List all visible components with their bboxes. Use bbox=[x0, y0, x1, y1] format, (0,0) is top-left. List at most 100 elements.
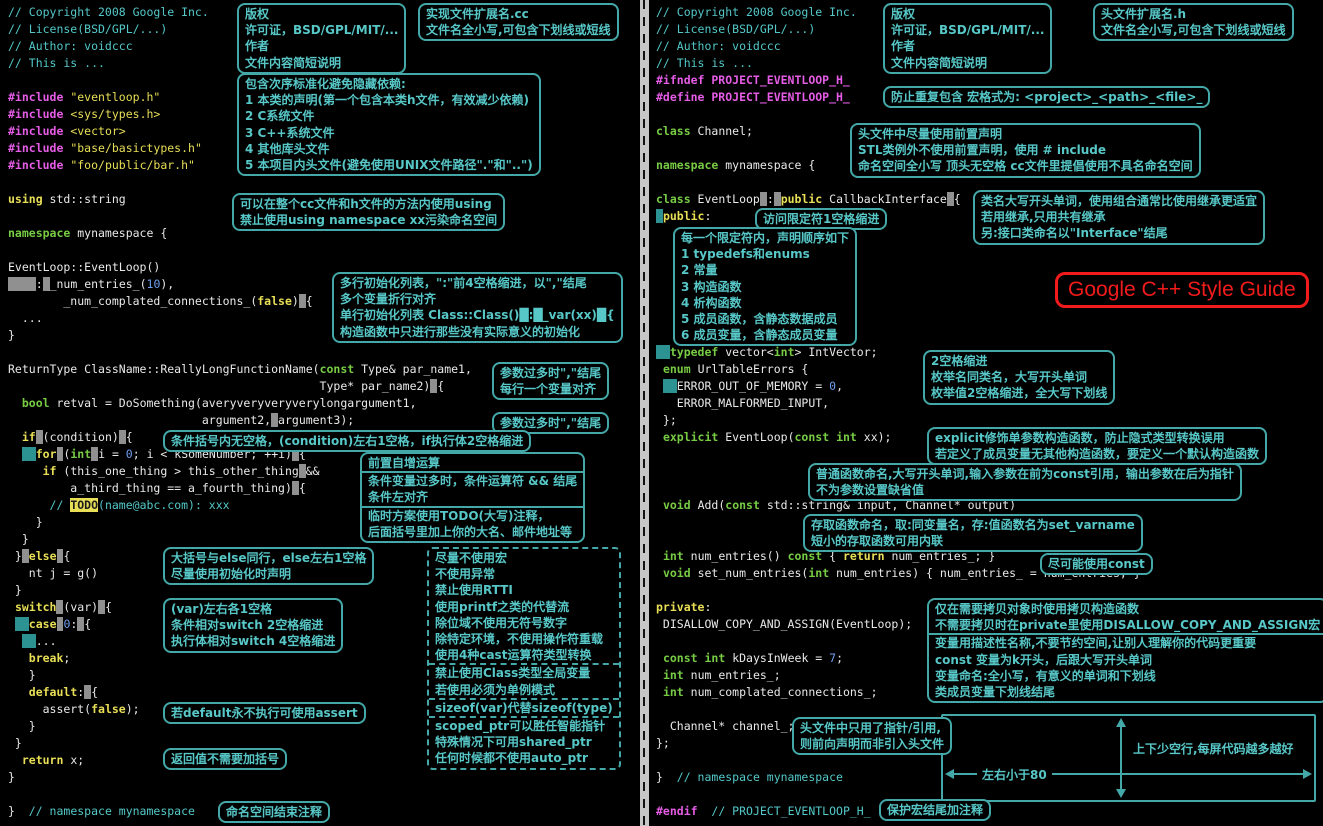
code-token bbox=[8, 634, 22, 648]
code-line: #ifndef PROJECT_EVENTLOOP_H_ bbox=[656, 72, 1141, 89]
annotation-line: 类成员变量下划线结尾 bbox=[935, 685, 1056, 700]
code-token: { bbox=[305, 294, 313, 308]
code-token: (name@abc.com): xxx bbox=[98, 498, 230, 512]
code-line: class EventLoop : public CallbackInterfa… bbox=[656, 191, 1141, 208]
annotation-box: 访问限定符1空格缩进 bbox=[755, 208, 888, 231]
annotation-box: 尽可能使用const bbox=[1040, 553, 1153, 576]
annotation-line: Google C++ Style Guide bbox=[1068, 278, 1296, 301]
code-line bbox=[656, 582, 1141, 599]
annotation-section: explicit修饰单参数构造函数，防止隐式类型转换误用若定义了成员变量无其他构… bbox=[929, 430, 1265, 462]
code-token bbox=[698, 804, 712, 818]
code-line: int num_complated_connections_; bbox=[656, 684, 1141, 701]
annotation-line: 使用printf之类的代替流 bbox=[435, 599, 570, 614]
space-marker bbox=[271, 413, 279, 427]
annotation-line: 2 C系统文件 bbox=[245, 109, 315, 124]
annotation-box: (var)左右各1空格条件相对switch 2空格缩进执行体相对switch 4… bbox=[163, 598, 344, 653]
code-line: typedef vector<int> IntVector; bbox=[656, 344, 1141, 361]
code-token: const bbox=[794, 430, 830, 444]
code-token: bool bbox=[21, 396, 50, 410]
code-token: false bbox=[91, 702, 126, 716]
annotation-line: 构造函数中只进行那些没有实际意义的初始化 bbox=[340, 324, 581, 339]
code-token: _num_complated_connections_( bbox=[8, 294, 258, 308]
code-token: _num_entries_( bbox=[49, 277, 147, 291]
todo-highlight: TODO bbox=[70, 498, 99, 512]
annotation-line: 作者 bbox=[891, 39, 916, 54]
code-line: ... bbox=[8, 633, 472, 650]
code-token: int bbox=[70, 447, 92, 461]
code-line: int num_entries() const { return num_ent… bbox=[656, 548, 1141, 565]
code-line: #include "base/basictypes.h" bbox=[8, 140, 472, 157]
annotation-line: sizeof(var)代替sizeof(type) bbox=[435, 700, 613, 715]
annotation-line: 枚举名同类名，大写开头单词 bbox=[931, 370, 1088, 385]
code-token: ; bbox=[63, 651, 71, 665]
code-token: (condition) bbox=[42, 430, 119, 444]
annotation-line: 变量命名:全小写，有意义的单词和下划线 bbox=[935, 668, 1156, 683]
annotation-line: 多行初始化列表，":"前4空格缩进，以","结尾 bbox=[340, 276, 587, 290]
annotation-line: 则前向声明而非引入头文件 bbox=[800, 737, 945, 752]
annotation-section: sizeof(var)代替sizeof(type) bbox=[429, 697, 619, 716]
annotation-line: 保护宏结尾加注释 bbox=[887, 803, 984, 817]
code-line: ERROR_MALFORMED_INPUT, bbox=[656, 395, 1141, 412]
code-line: Channel* channel_; bbox=[656, 718, 1141, 735]
annotation-line: 文件名全小写,可包含下划线或短线 bbox=[1101, 23, 1286, 38]
code-token: // namespace mynamespace bbox=[676, 770, 843, 784]
annotation-line: STL类例外不使用前置声明，使用 # include bbox=[858, 143, 1107, 158]
annotation-box: 普通函数命名,大写开头单词,输入参数在前为const引用，输出参数在后为指针不为… bbox=[808, 463, 1242, 502]
annotation-section: 前置自增运算 bbox=[362, 455, 583, 471]
space-marker bbox=[773, 192, 781, 206]
code-token: ERROR_OUT_OF_MEMORY = bbox=[676, 379, 830, 393]
code-token: ) bbox=[291, 294, 299, 308]
code-token: const bbox=[787, 549, 823, 563]
code-line: #define PROJECT_EVENTLOOP_H_ bbox=[656, 89, 1141, 106]
arrow-left-icon bbox=[945, 769, 954, 779]
code-token: // PROJECT_EVENTLOOP_H_ bbox=[711, 804, 871, 818]
annotation-line: 尽量不使用宏 bbox=[435, 551, 508, 565]
code-line: // TODO(name@abc.com): xxx bbox=[8, 497, 472, 514]
code-token: if bbox=[42, 464, 57, 478]
annotation-line: 禁止使用Class类型全局变量 bbox=[435, 666, 591, 681]
space-marker bbox=[14, 617, 29, 631]
code-line: #include <vector> bbox=[8, 123, 472, 140]
code-token bbox=[698, 651, 705, 665]
code-token: > IntVector; bbox=[794, 345, 878, 359]
code-token bbox=[8, 600, 15, 614]
code-token: int bbox=[808, 566, 830, 580]
code-token: // Author: voidccc bbox=[656, 39, 781, 53]
annotation-section: 版权许可证，BSD/GPL/MIT/...作者文件内容简短说明 bbox=[885, 6, 1050, 71]
space-marker bbox=[42, 277, 50, 291]
annotation-line: 每一个限定符内，声明顺序如下 bbox=[681, 231, 850, 245]
code-token: return bbox=[21, 753, 64, 767]
annotation-box: 防止重复包含 宏格式为: <project>_<path>_<file>_ bbox=[883, 86, 1211, 109]
code-line: } // namespace mynamespace bbox=[8, 803, 472, 820]
code-token: <sys/types.h> bbox=[70, 107, 161, 121]
code-line: } bbox=[8, 531, 472, 548]
space-marker bbox=[759, 192, 767, 206]
annotation-box: explicit修饰单参数构造函数，防止隐式类型转换误用若定义了成员变量无其他构… bbox=[927, 427, 1268, 466]
code-token: vector< bbox=[718, 345, 774, 359]
code-line: } bbox=[8, 582, 472, 599]
code-token: default bbox=[28, 685, 78, 699]
code-token: }; bbox=[656, 736, 670, 750]
code-token: #include bbox=[8, 124, 64, 138]
code-token: "base/basictypes.h" bbox=[70, 141, 202, 155]
code-token: void bbox=[662, 566, 691, 580]
code-token: const bbox=[725, 498, 760, 512]
annotation-box: 前置自增运算条件变量过多时，条件运算符 && 结尾条件左对齐临时方案使用TODO… bbox=[360, 452, 586, 544]
code-token: : bbox=[704, 209, 712, 223]
annotation-line: 文件名全小写,可包含下划线或短线 bbox=[426, 23, 611, 38]
annotation-line: 执行体相对switch 4空格缩进 bbox=[171, 634, 336, 649]
annotation-box: 返回值不需要加括号 bbox=[163, 748, 288, 771]
code-token: int bbox=[773, 345, 795, 359]
code-token: // License(BSD/GPL/...) bbox=[656, 22, 816, 36]
code-token: // Copyright 2008 Google Inc. bbox=[8, 5, 209, 19]
code-line: #include <sys/types.h> bbox=[8, 106, 472, 123]
code-token bbox=[8, 464, 43, 478]
code-line: } bbox=[8, 667, 472, 684]
code-token bbox=[656, 498, 663, 512]
annotation-line: 防止重复包含 宏格式为: <project>_<path>_<file>_ bbox=[891, 90, 1203, 104]
code-token: num_entries_; } bbox=[884, 549, 996, 563]
